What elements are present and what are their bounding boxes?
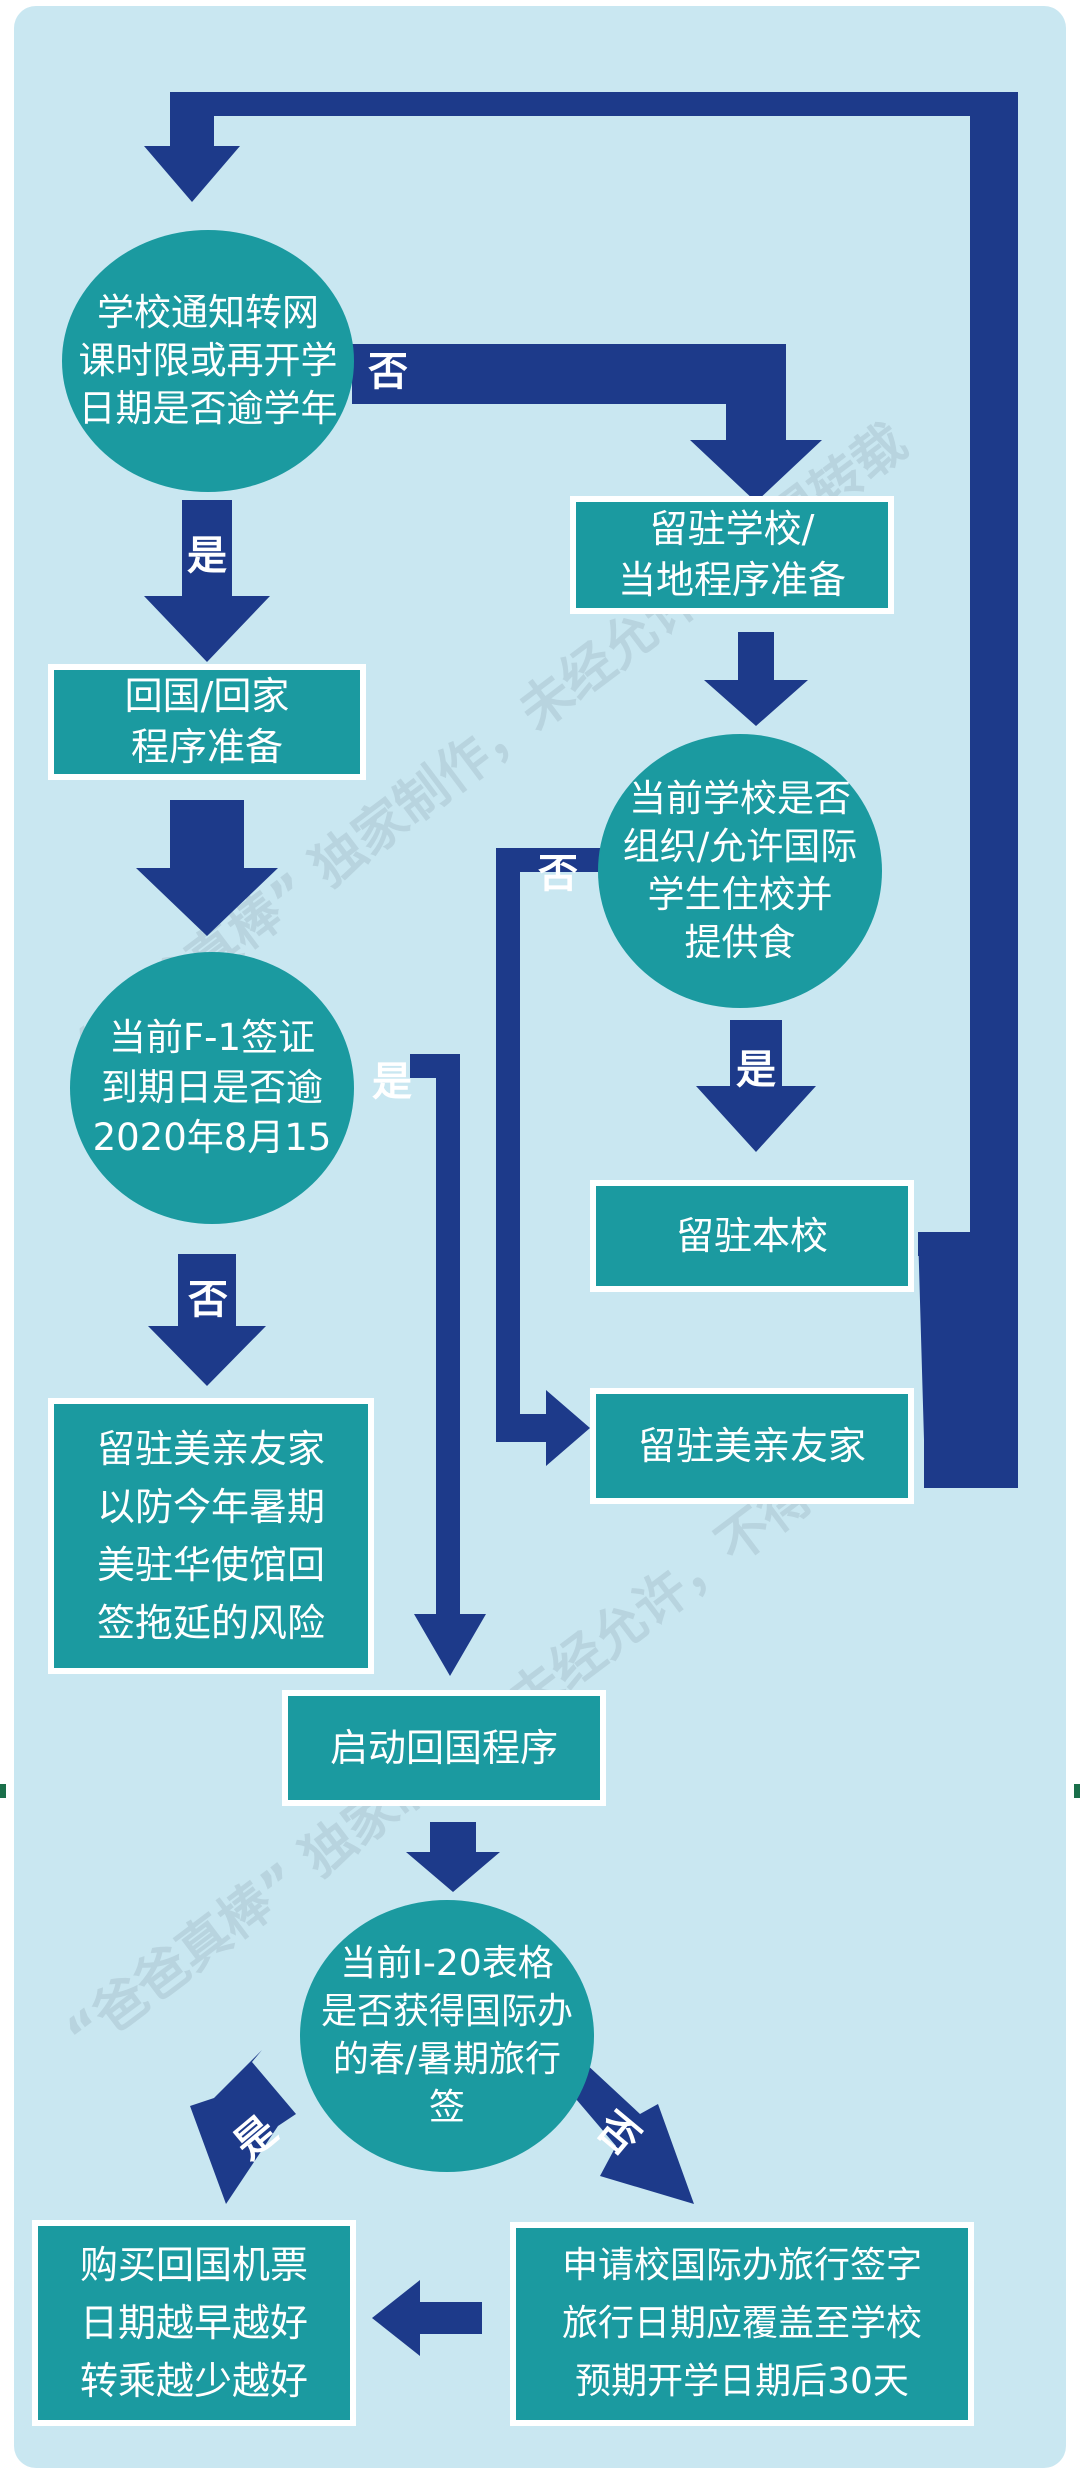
arrow-q3-yes	[696, 1020, 816, 1152]
arrow-q4-yes	[190, 2050, 296, 2204]
right-edge-marker	[1074, 1784, 1080, 1798]
arrow-stay-prep-to-q3	[704, 632, 808, 726]
process-stay-with-relatives-us: 留驻美亲友家	[590, 1388, 914, 1504]
process-stay-on-campus: 留驻本校	[590, 1180, 914, 1292]
edge-label-q1-no: 否	[368, 349, 408, 395]
arrow-apply-to-buy	[372, 2280, 482, 2356]
arrow-q2-yes	[410, 1054, 486, 1676]
decision-school-housing-food: 当前学校是否 组织/允许国际 学生住校并 提供食	[598, 734, 882, 1008]
edge-label-q1-yes: 是	[187, 533, 227, 579]
process-apply-travel-signature: 申请校国际办旅行签字 旅行日期应覆盖至学校 预期开学日期后30天	[510, 2222, 974, 2426]
process-stay-school-prep: 留驻学校/ 当地程序准备	[570, 496, 894, 614]
decision-transfer-online-deadline: 学校通知转网 课时限或再开学 日期是否逾学年	[62, 230, 354, 492]
arrow-start-to-q4	[406, 1822, 500, 1892]
arrow-q3-no	[496, 848, 600, 1466]
edge-label-q3-no: 否	[538, 851, 578, 897]
edge-label-q3-yes: 是	[736, 1047, 776, 1093]
edge-label-q2-yes: 是	[372, 1059, 412, 1105]
arrow-q1-yes	[144, 500, 270, 662]
left-edge-marker	[0, 1784, 6, 1798]
arrow-q4-no	[570, 2062, 694, 2204]
process-buy-ticket: 购买回国机票 日期越早越好 转乘越少越好	[32, 2220, 356, 2426]
process-stay-relatives-risk-note: 留驻美亲友家 以防今年暑期 美驻华使馆回 签拖延的风险	[48, 1398, 374, 1674]
loop-back-connector	[144, 92, 1018, 1488]
arrow-q1-no	[352, 344, 822, 502]
loop-back-join	[918, 1232, 994, 1256]
arrow-q2-no	[148, 1254, 266, 1386]
process-return-home-prep: 回国/回家 程序准备	[48, 664, 366, 780]
arrow-return-prep-to-q2	[136, 800, 278, 936]
process-start-return: 启动回国程序	[282, 1690, 606, 1806]
decision-f1-visa-expiry: 当前F-1签证 到期日是否逾 2020年8月15	[70, 952, 354, 1224]
edge-label-q2-no: 否	[188, 1277, 228, 1323]
decision-i20-travel-signature: 当前I-20表格 是否获得国际办 的春/暑期旅行 签	[300, 1900, 594, 2172]
